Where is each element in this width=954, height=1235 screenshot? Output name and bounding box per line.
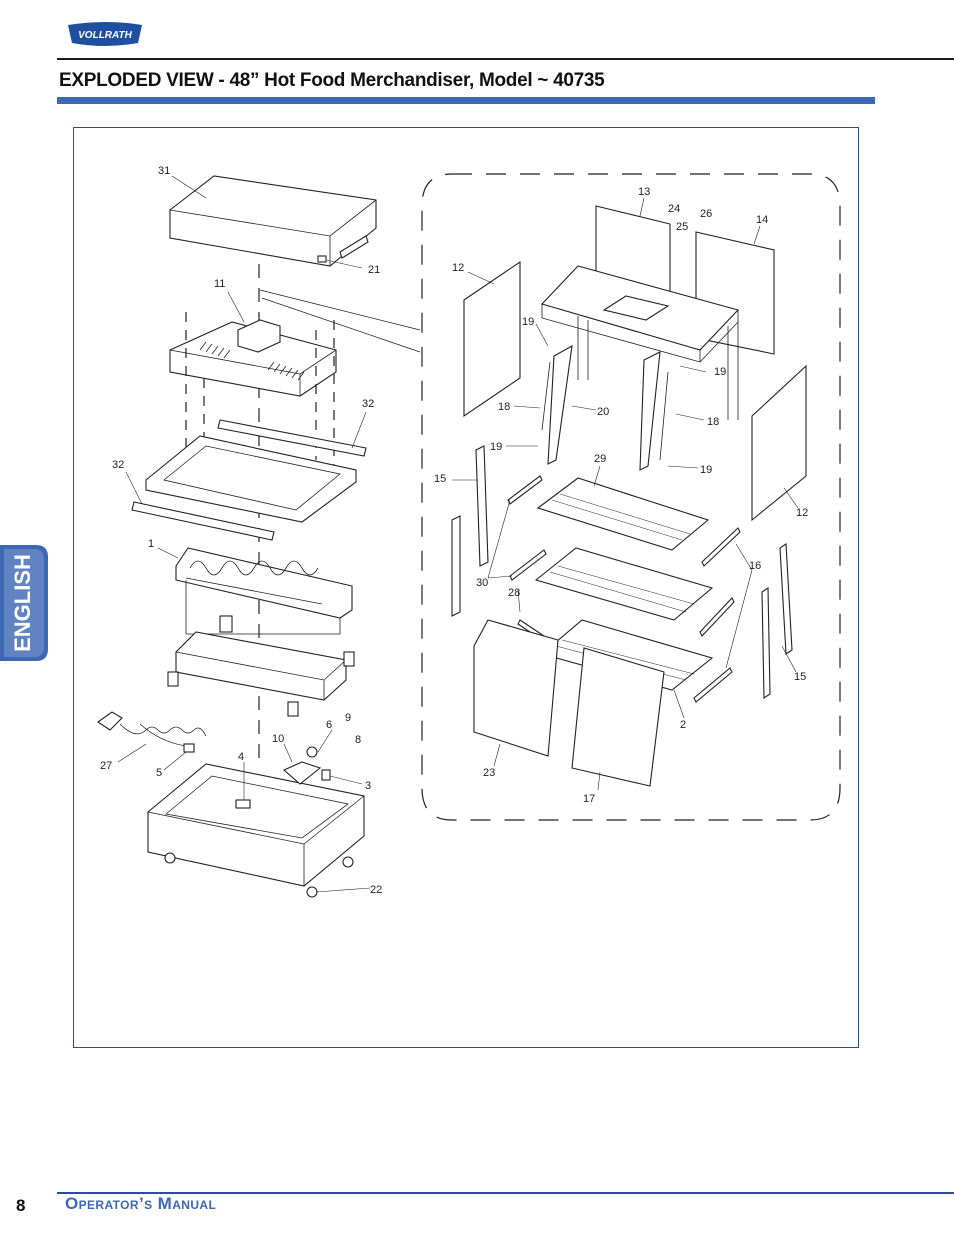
callout-16: 16 [749, 560, 761, 572]
callout-14: 14 [756, 214, 768, 226]
callout-32a: 32 [362, 398, 374, 410]
title-underline-bar [57, 97, 875, 104]
callout-8: 8 [355, 734, 361, 746]
page-number: 8 [16, 1196, 26, 1215]
heating-element-part [175, 547, 353, 619]
callout-6: 6 [326, 719, 332, 731]
callout-26: 26 [700, 208, 712, 220]
uprights [541, 344, 669, 471]
cabinet-frame [540, 265, 740, 420]
callout-27: 27 [100, 760, 112, 772]
callout-19a: 19 [522, 316, 534, 328]
callout-21: 21 [368, 264, 380, 276]
callout-22: 22 [370, 884, 382, 896]
callout-28: 28 [508, 587, 520, 599]
callout-18a: 18 [498, 401, 510, 413]
callout-9: 9 [345, 712, 351, 724]
callout-1: 1 [148, 538, 154, 550]
callout-15b: 15 [794, 671, 806, 683]
callout-29: 29 [594, 453, 606, 465]
callout-3: 3 [365, 780, 371, 792]
callout-30: 30 [476, 577, 488, 589]
language-tab: ENGLISH [0, 545, 48, 661]
header-rule [57, 58, 954, 60]
front-doors [473, 619, 665, 787]
canopy-part [169, 175, 377, 267]
vollrath-logo: VOLLRATH [68, 22, 142, 46]
callout-10: 10 [272, 733, 284, 745]
callout-19d: 19 [700, 464, 712, 476]
diagram-frame [73, 127, 859, 1048]
footer-rule [57, 1192, 954, 1194]
side-glass-left [463, 260, 521, 418]
language-tab-label: ENGLISH [10, 554, 35, 652]
callout-24: 24 [668, 203, 680, 215]
callout-17: 17 [583, 793, 595, 805]
callout-19c: 19 [490, 441, 502, 453]
callout-23: 23 [483, 767, 495, 779]
callout-18b: 18 [707, 416, 719, 428]
callout-19b: 19 [714, 366, 726, 378]
page-title: EXPLODED VIEW - 48” Hot Food Merchandise… [59, 70, 605, 91]
manual-title: Operator’s Manual [65, 1194, 217, 1213]
wire-racks [534, 477, 714, 691]
rail-frame-part [131, 419, 367, 541]
callout-12b: 12 [796, 507, 808, 519]
base-unit-part [147, 746, 365, 898]
callout-25: 25 [676, 221, 688, 233]
housing-part [167, 615, 355, 717]
callout-13: 13 [638, 186, 650, 198]
callout-20: 20 [597, 406, 609, 418]
callout-2: 2 [680, 719, 686, 731]
callout-12a: 12 [452, 262, 464, 274]
callout-32b: 32 [112, 459, 124, 471]
logo-text: VOLLRATH [78, 30, 132, 41]
callout-11: 11 [214, 278, 225, 290]
callout-31: 31 [158, 165, 170, 177]
power-cord-part [97, 711, 207, 753]
callout-4: 4 [238, 751, 244, 763]
callout-5: 5 [156, 767, 162, 779]
side-glass-right [751, 364, 807, 522]
top-pan-part [169, 319, 337, 397]
callout-15a: 15 [434, 473, 446, 485]
